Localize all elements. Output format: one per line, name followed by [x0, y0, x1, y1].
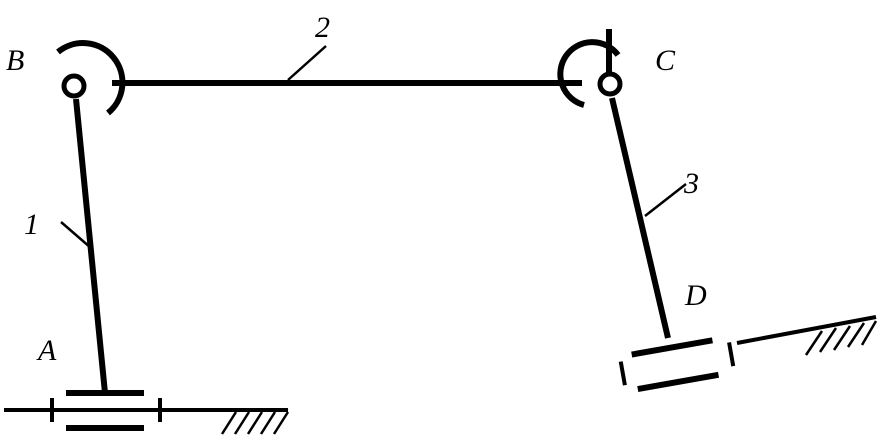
bearing-d-bottom-bar: [637, 371, 720, 392]
bearing-d: [618, 337, 736, 392]
link-3: [609, 97, 671, 339]
label-joint-b: B: [6, 44, 24, 77]
bearing-d-top-bar: [631, 337, 713, 358]
ground-a-hatch: [220, 411, 290, 435]
label-link-3: 3: [683, 167, 699, 200]
link-2-leader: [287, 45, 327, 81]
label-joint-d: D: [684, 279, 707, 312]
link-1-leader: [60, 221, 92, 249]
ground-d-line: [736, 315, 877, 345]
ground-d: [736, 315, 878, 356]
ground-a: [4, 408, 290, 435]
label-joint-c: C: [655, 44, 676, 77]
joint-c: [557, 29, 623, 108]
bearing-d-left-stop: [618, 361, 627, 386]
joint-b-pin: [61, 73, 87, 99]
label-link-1: 1: [24, 208, 39, 241]
joint-b: [56, 40, 126, 116]
link-3-leader: [644, 183, 687, 217]
bearing-d-right-stop: [727, 342, 736, 367]
joint-b-arc: [56, 40, 126, 116]
ground-d-hatch: [804, 320, 878, 356]
joint-c-arc: [557, 39, 621, 108]
label-link-2: 2: [315, 11, 330, 44]
joint-c-pin: [597, 71, 623, 97]
label-joint-a: A: [36, 334, 57, 367]
